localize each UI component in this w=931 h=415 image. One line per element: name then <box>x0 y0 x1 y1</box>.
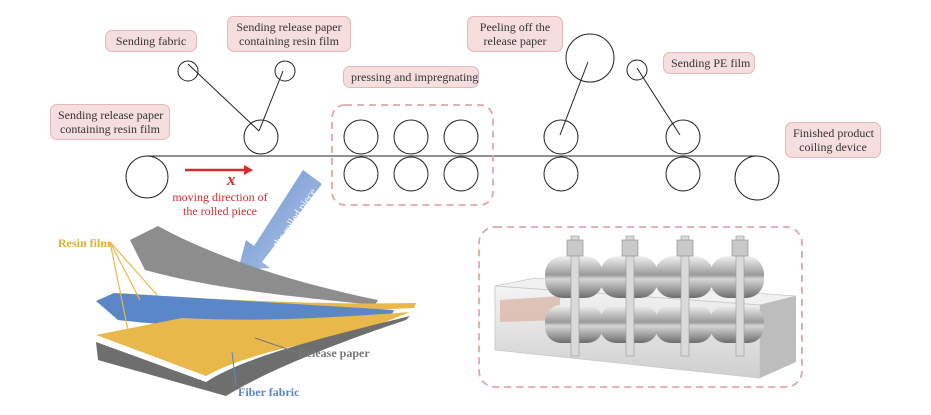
pressing-impregnating-label: pressing and impregnating <box>343 66 479 88</box>
press-roll-top-3 <box>443 119 479 155</box>
moving-direction-label: moving direction of the rolled piece <box>172 190 268 218</box>
bottom-release-paper <box>96 316 410 396</box>
top-paper-feed-line <box>258 70 284 132</box>
fiber-fabric-layer <box>96 293 394 326</box>
press-roll-top-1 <box>343 119 379 155</box>
unwind-roll-left <box>125 155 169 199</box>
fabric-roll <box>177 60 199 82</box>
pe-roll-top <box>665 119 701 155</box>
bottom-resin-film <box>96 312 410 376</box>
press-roll-bottom-2 <box>393 156 429 192</box>
sending-release-paper-top-label: Sending release paper containing resin f… <box>227 16 351 52</box>
peel-roll-top <box>543 119 579 155</box>
process-line <box>125 33 780 201</box>
release-paper-label: Release paper <box>298 346 370 360</box>
press-roll-bottom-1 <box>343 156 379 192</box>
resin-film-label: Resin film <box>58 236 111 250</box>
machine-illustration <box>494 235 797 379</box>
press-roll-top-2 <box>393 119 429 155</box>
top-release-paper <box>130 226 378 305</box>
layer-illustration <box>96 226 416 396</box>
fiber-fabric-label: Fiber fabric <box>238 385 300 399</box>
pressing-zone-frame <box>331 104 494 206</box>
top-paper-roll <box>274 60 296 82</box>
sending-fabric-label: Sending fabric <box>105 30 197 52</box>
sending-release-paper-left-label: Sending release paper containing resin f… <box>50 104 170 140</box>
x-symbol: x <box>227 170 236 189</box>
press-roll-bottom-3 <box>443 156 479 192</box>
combining-roll <box>243 119 279 155</box>
pe-film-roll <box>626 59 648 81</box>
finished-product-label: Finished product coiling device <box>785 122 881 158</box>
peel-take-up-roll <box>565 33 615 83</box>
peel-roll-bottom <box>543 156 579 192</box>
sending-pe-film-label: Sending PE film <box>663 52 755 74</box>
coiling-roll <box>734 155 780 201</box>
direction-arrow <box>185 165 253 175</box>
pe-roll-bottom <box>665 156 701 192</box>
machine-zone-frame <box>478 226 803 388</box>
fabric-feed-line <box>187 63 260 132</box>
rolled-piece-arrow <box>238 170 322 270</box>
peeling-label: Peeling off the release paper <box>467 16 563 52</box>
peel-line <box>559 61 589 136</box>
